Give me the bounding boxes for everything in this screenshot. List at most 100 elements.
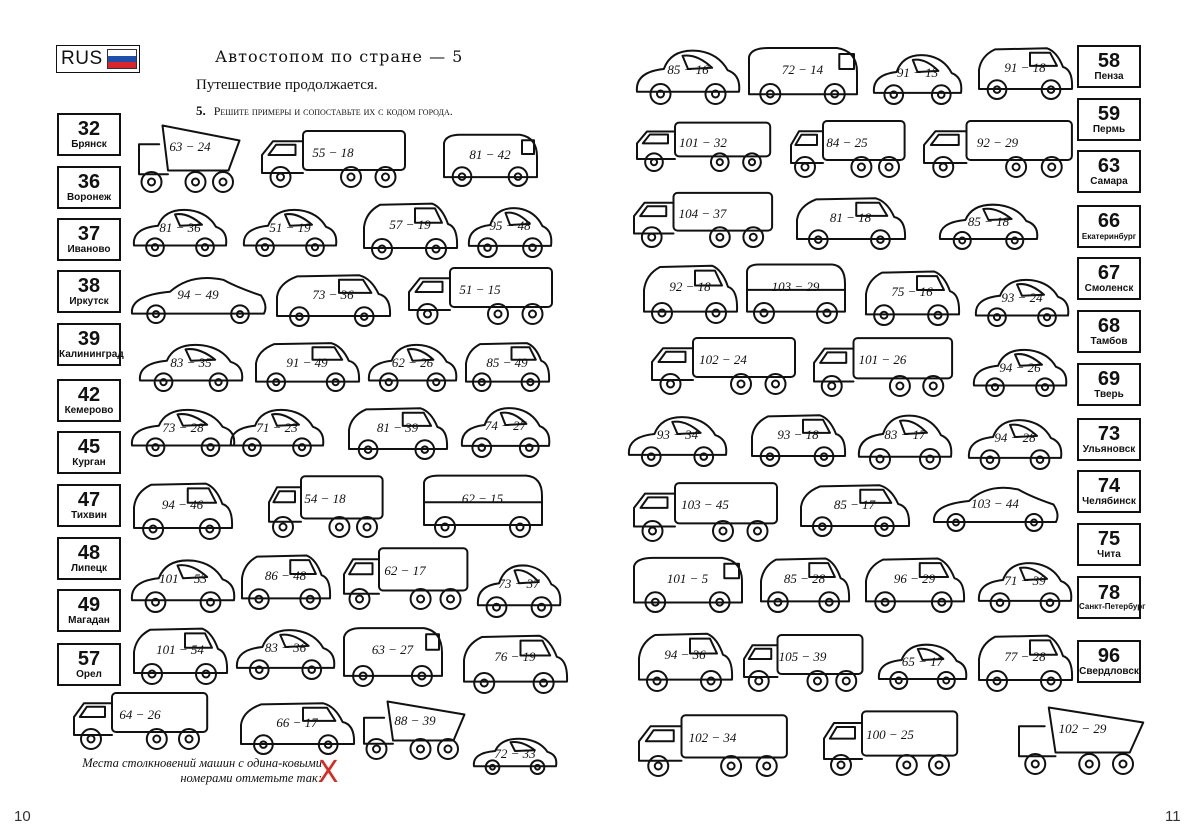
- vehicle-suv: 85 − 17: [797, 482, 912, 538]
- math-expression: 62 − 26: [391, 354, 434, 370]
- vehicle-car: 51 − 19: [240, 205, 340, 257]
- vehicle-car: 73 − 37: [474, 560, 564, 618]
- vehicle-van: 101 − 5: [630, 555, 745, 613]
- vehicle-truck: 64 − 26: [70, 690, 210, 750]
- suv-outline-icon: [865, 270, 961, 326]
- city-name: Воронеж: [66, 192, 112, 203]
- math-expression: 96 − 29: [893, 571, 936, 587]
- math-expression: 101 − 32: [679, 134, 727, 150]
- vehicle-suv: 96 − 29: [862, 555, 967, 613]
- math-expression: 102 − 24: [699, 351, 747, 367]
- vehicle-truck: 103 − 45: [630, 480, 780, 542]
- math-expression: 105 − 39: [778, 648, 827, 664]
- math-expression: 86 − 48: [264, 568, 307, 584]
- vehicle-car: 73 − 28: [128, 405, 238, 457]
- city-name: Самара: [1090, 176, 1128, 187]
- vehicle-suv: 81 − 18: [793, 195, 908, 251]
- math-expression: 101 − 5: [666, 571, 709, 587]
- vehicle-suv: 66 − 17: [237, 700, 357, 756]
- car-outline-icon: [967, 419, 1063, 471]
- car-outline-icon: [235, 629, 336, 681]
- car-outline-icon: [635, 49, 741, 105]
- city-name: Пермь: [1092, 124, 1126, 135]
- van-outline-icon: [748, 47, 858, 105]
- suv-outline-icon: [865, 557, 966, 613]
- city-name: Кемерово: [64, 405, 114, 416]
- math-expression: 93 − 24: [1001, 289, 1043, 305]
- suv-outline-icon: [465, 342, 551, 392]
- city-name: Пенза: [1094, 71, 1124, 82]
- city-name: Брянск: [71, 139, 107, 150]
- city-code-number: 73: [1097, 423, 1121, 445]
- math-expression: 81 − 42: [469, 147, 511, 163]
- city-code-number: 68: [1097, 315, 1121, 337]
- vehicle-truck: 100 − 25: [820, 708, 960, 776]
- city-name: Курган: [72, 457, 106, 468]
- truck-outline-icon: [343, 547, 469, 610]
- suv-outline-icon: [133, 482, 234, 540]
- vehicle-car: 93 − 34: [625, 412, 730, 468]
- suv-outline-icon: [363, 202, 459, 260]
- city-name: Чита: [1097, 549, 1121, 560]
- vehicle-car: 65 − 17: [875, 640, 970, 690]
- truck-outline-icon: [633, 482, 778, 542]
- city-code-number: 38: [77, 275, 101, 297]
- truck-outline-icon: [638, 714, 788, 777]
- math-expression: 75 − 16: [891, 284, 933, 300]
- city-code-number: 37: [77, 223, 101, 245]
- vehicle-van: 72 − 14: [745, 45, 860, 105]
- van-outline-icon: [443, 133, 538, 188]
- vehicle-suv: 86 − 48: [238, 552, 333, 610]
- city-code-number: 78: [1097, 582, 1121, 605]
- vehicle-suv: 85 − 49: [462, 340, 552, 392]
- math-expression: 101 − 26: [858, 352, 907, 368]
- math-expression: 102 − 34: [688, 730, 737, 746]
- math-expression: 83 − 17: [884, 426, 926, 442]
- task-number: 5.: [196, 103, 206, 118]
- car-outline-icon: [229, 408, 325, 457]
- math-expression: 66 − 17: [276, 715, 318, 731]
- vehicle-suv: 101 − 54: [130, 625, 230, 685]
- truck-outline-icon: [813, 337, 954, 397]
- math-expression: 93 − 34: [656, 427, 699, 443]
- bus-outline-icon: [746, 263, 846, 324]
- math-expression: 76 − 19: [494, 649, 536, 665]
- suv-outline-icon: [276, 274, 392, 328]
- car-outline-icon: [857, 414, 953, 470]
- car-outline-icon: [972, 348, 1068, 397]
- math-expression: 92 − 29: [976, 134, 1019, 150]
- vehicle-suv: 76 − 19: [460, 632, 570, 694]
- city-name: Иваново: [67, 244, 111, 255]
- vehicle-truck: 62 − 17: [340, 545, 470, 610]
- math-expression: 85 − 49: [486, 354, 528, 370]
- car-outline-icon: [472, 737, 558, 776]
- car-outline-icon: [977, 562, 1073, 614]
- truck-outline-icon: [790, 120, 906, 178]
- page-number-right: 11: [1165, 808, 1181, 825]
- city-code-number: 74: [1097, 475, 1121, 497]
- math-expression: 74 − 27: [484, 418, 527, 434]
- truck-outline-icon: [408, 267, 553, 325]
- country-badge: RUS: [56, 45, 140, 73]
- car-outline-icon: [627, 416, 728, 468]
- city-code-number: 63: [1097, 155, 1121, 177]
- city-name: Иркутск: [69, 296, 109, 307]
- van-outline-icon: [343, 627, 443, 687]
- math-expression: 83 − 36: [264, 640, 307, 656]
- car-outline-icon: [132, 208, 228, 257]
- vehicle-car: 62 − 26: [365, 340, 460, 392]
- car-outline-icon: [476, 564, 562, 618]
- vehicle-truck: 101 − 32: [633, 120, 773, 172]
- math-expression: 77 − 28: [1004, 648, 1046, 664]
- city-code-number: 42: [77, 384, 101, 406]
- math-expression: 94 − 49: [177, 286, 219, 302]
- suv-outline-icon: [255, 342, 361, 392]
